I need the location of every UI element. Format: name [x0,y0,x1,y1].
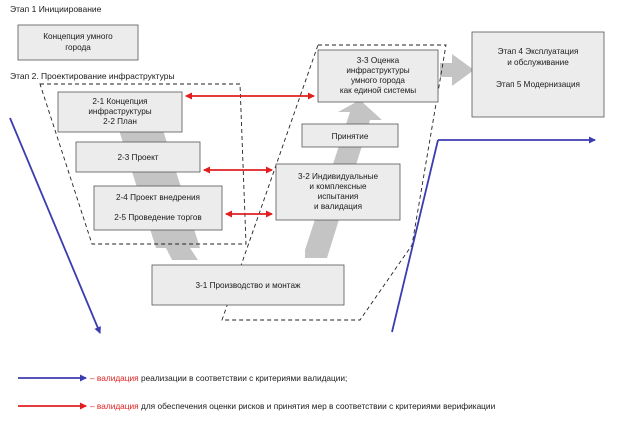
box-stage-5-label: Этап 5 Модернизация [496,80,580,89]
box-3-1-production-installation: 3-1 Производство и монтаж [151,264,345,306]
box-3-3-line-4: как единой системы [340,86,416,95]
box-2-1-line-2: инфраструктуры [88,107,151,116]
box-2-4-implementation-project: 2-4 Проект внедрения 2-5 Проведение торг… [93,185,223,231]
box-2-1-line-3: 2-2 План [103,117,137,126]
legend-red-text: – валидация для обеспечения оценки риско… [90,401,496,411]
verification-phase-band [221,44,447,321]
legend-blue-description: реализации в соответствии с критериями в… [139,373,348,383]
stage-1-label: Этап 1 Инициирование [10,4,102,14]
box-3-3-line-2: инфраструктуры [346,66,409,75]
box-smart-city-concept: Концепция умного города [17,24,139,61]
legend-red-keyword: – валидация [90,401,139,411]
box-acceptance: Принятие [301,123,399,148]
design-phase-band [39,83,247,245]
box-2-1-line-1: 2-1 Концепция [92,97,147,106]
legend-blue-text: – валидация реализации в соответствии с … [90,373,347,383]
legend-red-description: для обеспечения оценки рисков и принятия… [139,401,496,411]
box-2-1-infrastructure-concept: 2-1 Концепция инфраструктуры 2-2 План [57,91,183,133]
box-3-2-line-2: и комплексные [309,182,367,191]
box-3-2-line-4: и валидация [314,202,362,211]
box-3-2-line-3: испытания [318,192,359,201]
blue-validation-arrow-up [391,139,439,333]
box-3-1-label: 3-1 Производство и монтаж [195,281,301,290]
stage-2-label: Этап 2. Проектирование инфраструктуры [10,71,175,81]
box-2-4-line-1: 2-4 Проект внедрения [116,193,200,202]
legend-blue-keyword: – валидация [90,373,139,383]
box-3-2-testing-validation: 3-2 Индивидуальные и комплексные испытан… [275,163,401,221]
box-2-3-project: 2-3 Проект [75,141,201,173]
box-3-3-system-assessment: 3-3 Оценка инфраструктуры умного города … [317,49,439,103]
box-3-3-line-1: 3-3 Оценка [357,56,400,65]
legend: – валидация реализации в соответствии с … [18,373,496,411]
box-smart-city-concept-line-1: Концепция умного [43,32,113,41]
box-acceptance-label: Принятие [332,132,369,141]
blue-validation-arrow-down [9,117,101,334]
box-stage-4-line-2: и обслуживание [507,58,569,67]
flow-arrow-right [440,54,474,86]
box-stage-4-line-1: Этап 4 Эксплуатация [498,47,579,56]
box-3-3-line-3: умного города [351,76,405,85]
box-3-2-line-1: 3-2 Индивидуальные [298,172,379,181]
box-2-3-label: 2-3 Проект [117,153,158,162]
box-2-4-line-3: 2-5 Проведение торгов [114,213,201,222]
box-smart-city-concept-line-2: города [65,43,91,52]
box-stage-4-5-operation-modernization: Этап 4 Эксплуатация и обслуживание Этап … [471,31,605,118]
